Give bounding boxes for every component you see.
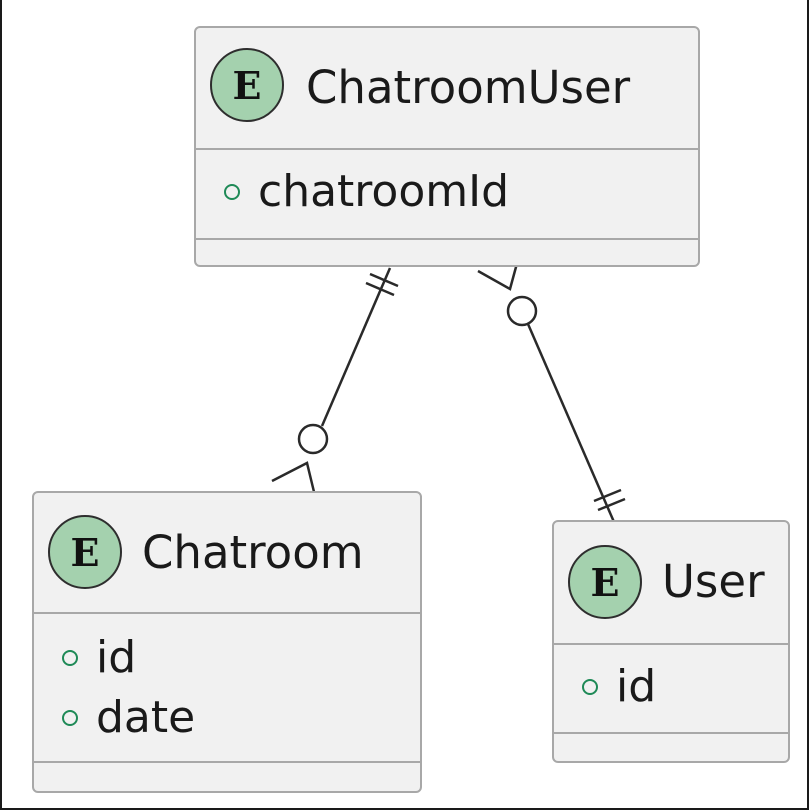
exactly-one-marker (593, 488, 622, 503)
relationship-line (526, 323, 616, 523)
exactly-one-marker (597, 497, 626, 512)
entity-name: User (662, 555, 765, 608)
exactly-one-marker (369, 272, 399, 288)
public-attribute-icon (582, 679, 598, 695)
attribute-name: chatroomId (258, 166, 510, 217)
relationship-chatroomuser-chatroom (271, 267, 399, 497)
zero-marker (506, 295, 538, 327)
public-attribute-icon (62, 650, 78, 666)
zero-marker (297, 423, 329, 455)
attribute-name: id (96, 632, 137, 683)
attribute-row: date (62, 696, 195, 740)
relationship-chatroomuser-user (477, 255, 626, 523)
attribute-row: chatroomId (224, 170, 509, 214)
entity-header: E User (554, 522, 788, 645)
entity-header: E ChatroomUser (196, 28, 698, 150)
exactly-one-marker (365, 281, 395, 297)
entity-user[interactable]: E User id (552, 520, 790, 763)
relationship-line (320, 267, 392, 427)
entity-stereotype-badge: E (48, 515, 122, 589)
entity-attributes: chatroomId (196, 150, 698, 240)
many-marker (271, 461, 317, 497)
entity-chatroomuser[interactable]: E ChatroomUser chatroomId (194, 26, 700, 267)
attribute-name: date (96, 692, 196, 743)
attribute-row: id (62, 636, 136, 680)
attribute-name: id (616, 661, 657, 712)
entity-attributes: id date (34, 614, 420, 763)
public-attribute-icon (224, 184, 240, 200)
attribute-row: id (582, 665, 656, 709)
entity-chatroom[interactable]: E Chatroom id date (32, 491, 422, 793)
entity-header: E Chatroom (34, 493, 420, 614)
entity-stereotype-badge: E (568, 545, 642, 619)
entity-stereotype-badge: E (210, 48, 284, 122)
public-attribute-icon (62, 710, 78, 726)
entity-attributes: id (554, 645, 788, 734)
entity-name: Chatroom (142, 526, 364, 579)
many-marker (477, 255, 521, 291)
entity-name: ChatroomUser (306, 61, 631, 114)
